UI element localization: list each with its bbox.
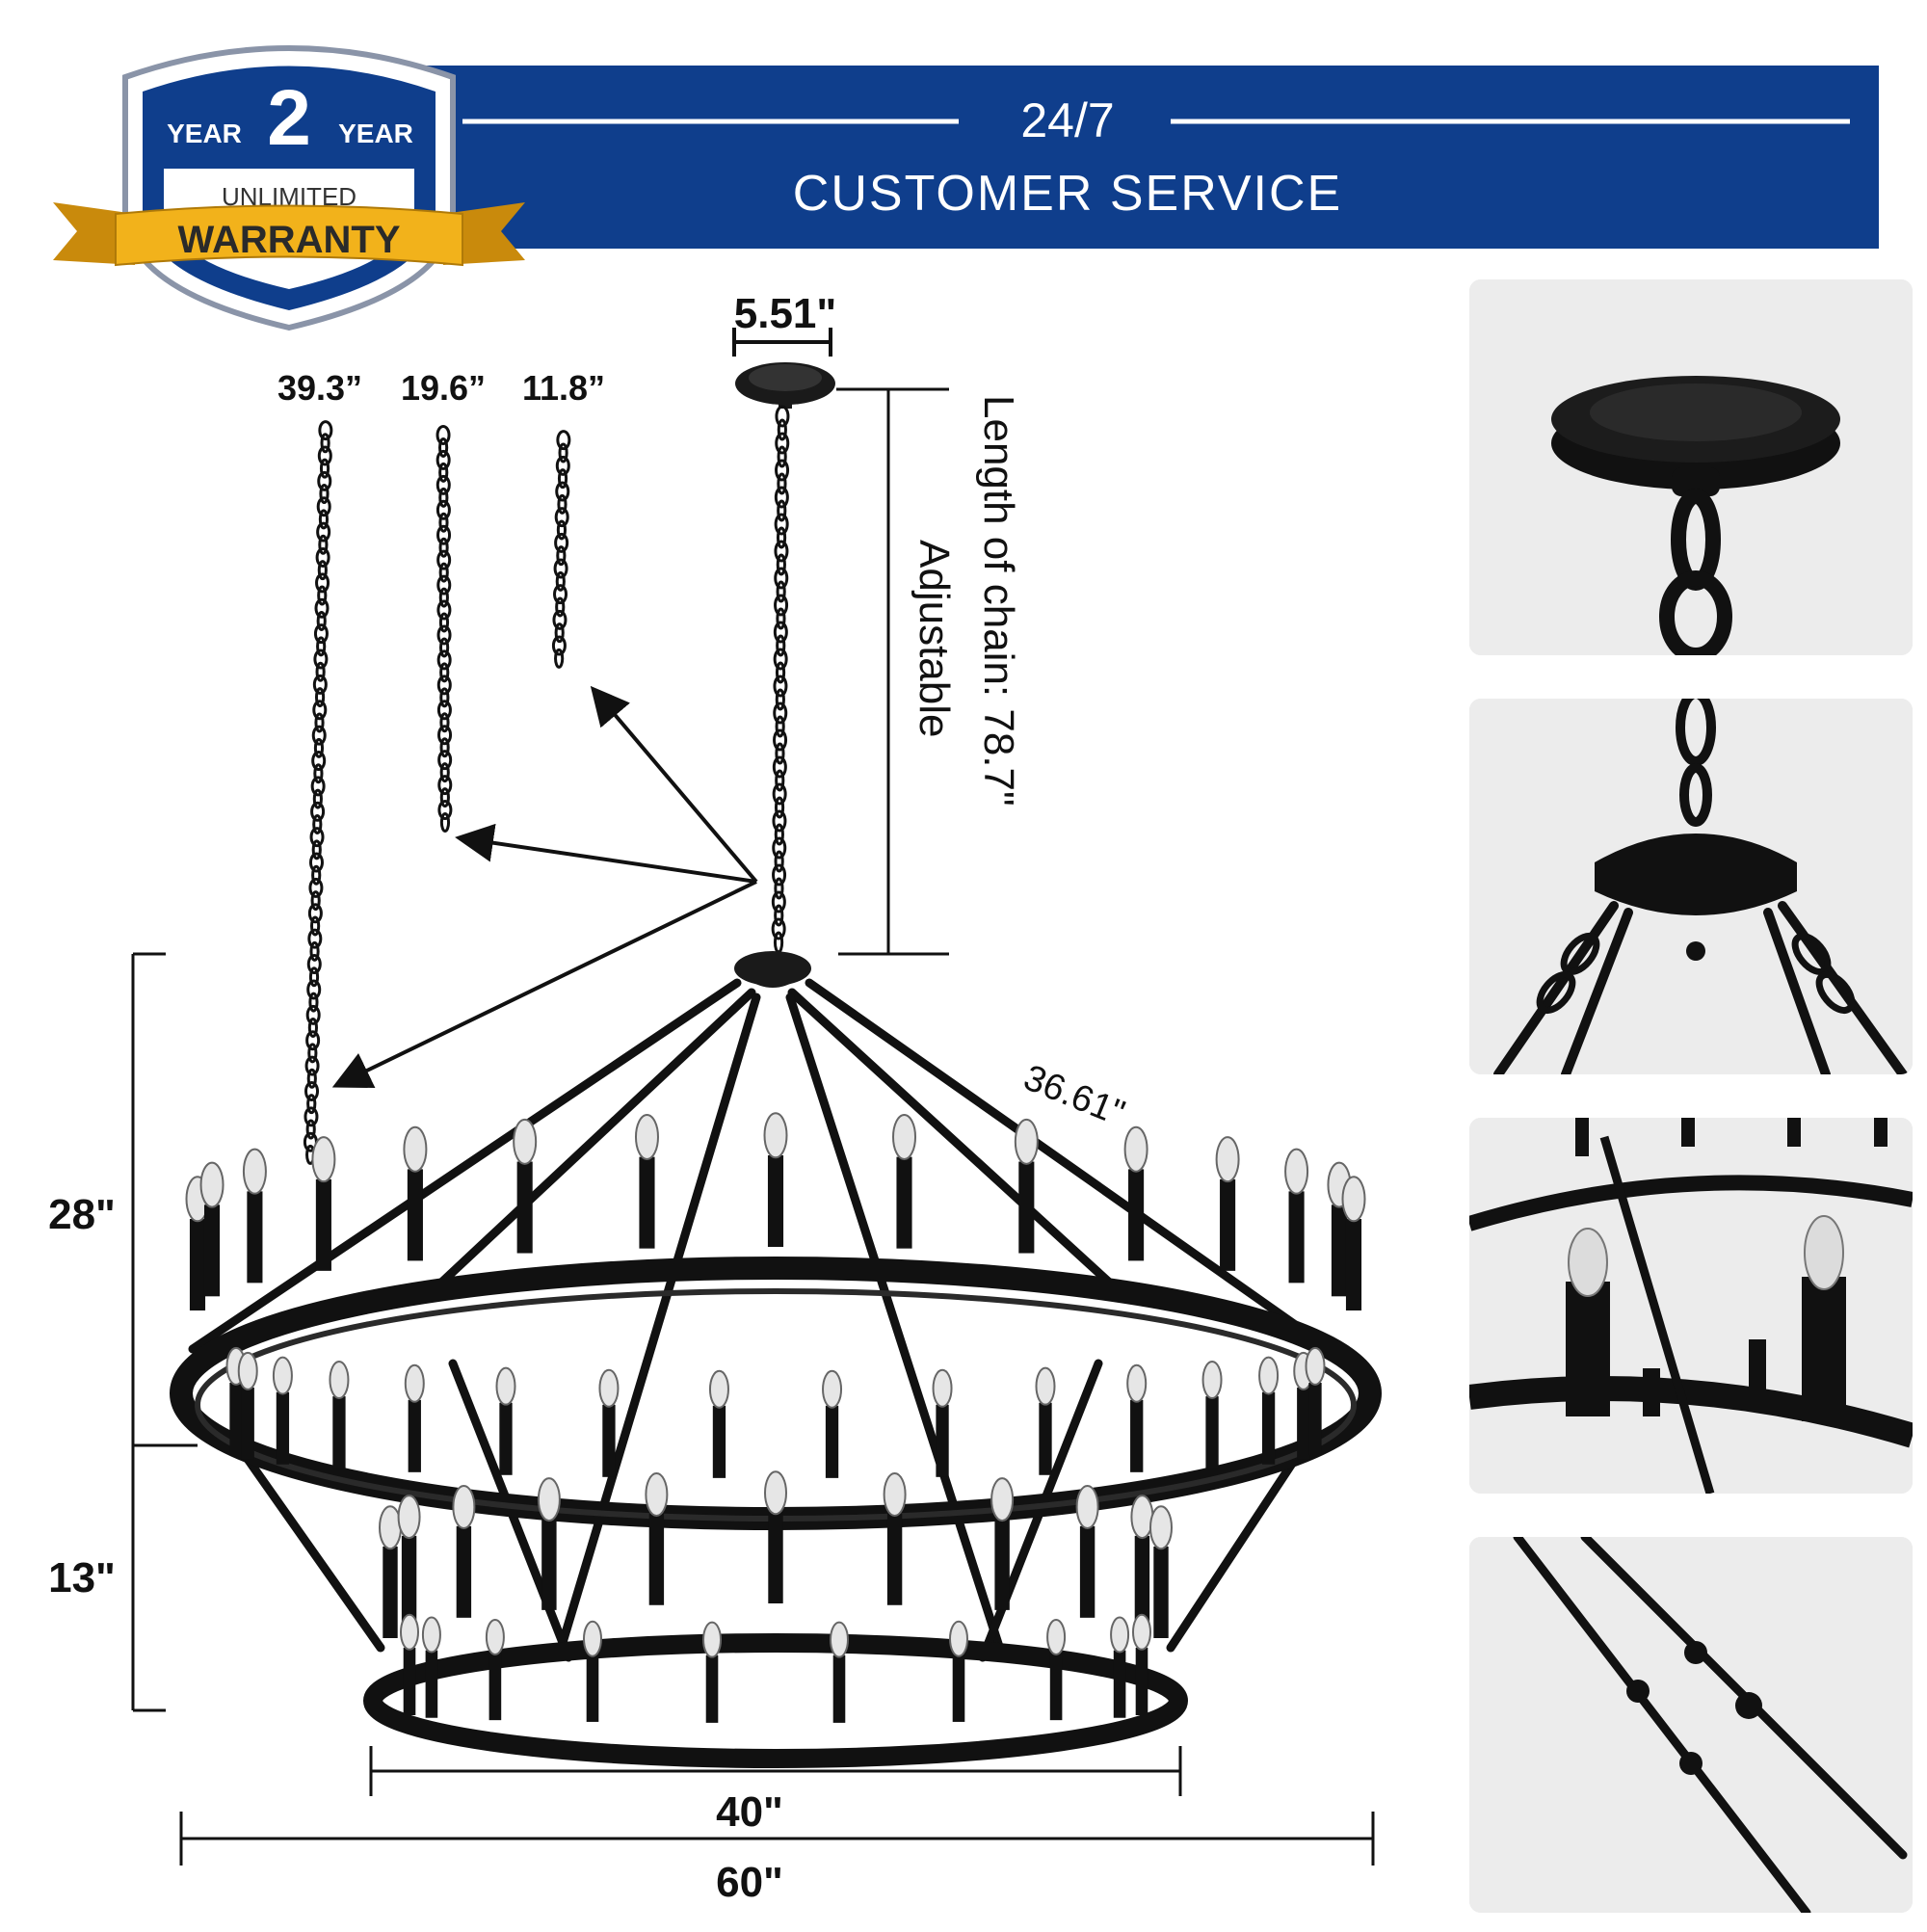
banner-background xyxy=(424,66,1879,249)
thumbnail-rod-connector xyxy=(1469,1537,1913,1913)
chandelier-frame xyxy=(170,951,1382,1768)
chain-option-3 xyxy=(551,430,571,669)
chain-option-1-label: 39.3” xyxy=(277,368,362,408)
lower-height-label: 13" xyxy=(48,1554,116,1601)
banner-line1: 24/7 xyxy=(1020,93,1114,147)
badge-year-number: 2 xyxy=(267,74,311,162)
chain-option-3-label: 11.8” xyxy=(522,368,605,408)
chain-length-label: Length of chain: 78.7" xyxy=(975,395,1022,807)
chain-option-2 xyxy=(436,424,453,834)
chain-option-2-label: 19.6” xyxy=(401,368,486,408)
banner-line2: CUSTOMER SERVICE xyxy=(793,166,1342,222)
chain-adjustable-label: Adjustable xyxy=(911,540,958,737)
canopy-width-dimension: 5.51" xyxy=(732,290,837,357)
chain-length-dimension: Length of chain: 78.7" Adjustable xyxy=(836,387,1022,956)
rod-length-label: 36.61" xyxy=(1018,1057,1130,1134)
badge-year-right: YEAR xyxy=(338,119,413,148)
customer-service-banner: 24/7 CUSTOMER SERVICE xyxy=(424,66,1879,249)
chain-option-1 xyxy=(303,420,333,1165)
chain-option-arrows xyxy=(331,685,758,1089)
warranty-badge: YEAR 2 YEAR UNLIMITED WARRANTY xyxy=(53,45,525,331)
thumbnail-center-hub xyxy=(1469,699,1913,1074)
height-dimensions: 28" 13" xyxy=(48,952,198,1712)
ceiling-canopy xyxy=(735,362,835,409)
width-dimensions: 40" 60" xyxy=(179,1746,1375,1906)
inner-diameter-label: 40" xyxy=(716,1788,783,1836)
ribbon-left-tail xyxy=(53,202,135,265)
badge-year-left: YEAR xyxy=(167,119,242,148)
outer-diameter-label: 60" xyxy=(716,1859,783,1906)
upper-height-label: 28" xyxy=(48,1191,116,1238)
badge-warranty: WARRANTY xyxy=(177,219,400,261)
thumbnail-canopy xyxy=(1469,279,1913,655)
thumbnail-candle-ring xyxy=(1469,1118,1913,1494)
main-chain xyxy=(771,405,790,954)
candle-lights xyxy=(185,1112,1366,1723)
canopy-width-label: 5.51" xyxy=(734,290,837,337)
ribbon-band xyxy=(115,204,463,267)
ribbon-right-tail xyxy=(443,202,525,265)
chain-options: 39.3” 19.6” 11.8” xyxy=(277,368,605,1165)
